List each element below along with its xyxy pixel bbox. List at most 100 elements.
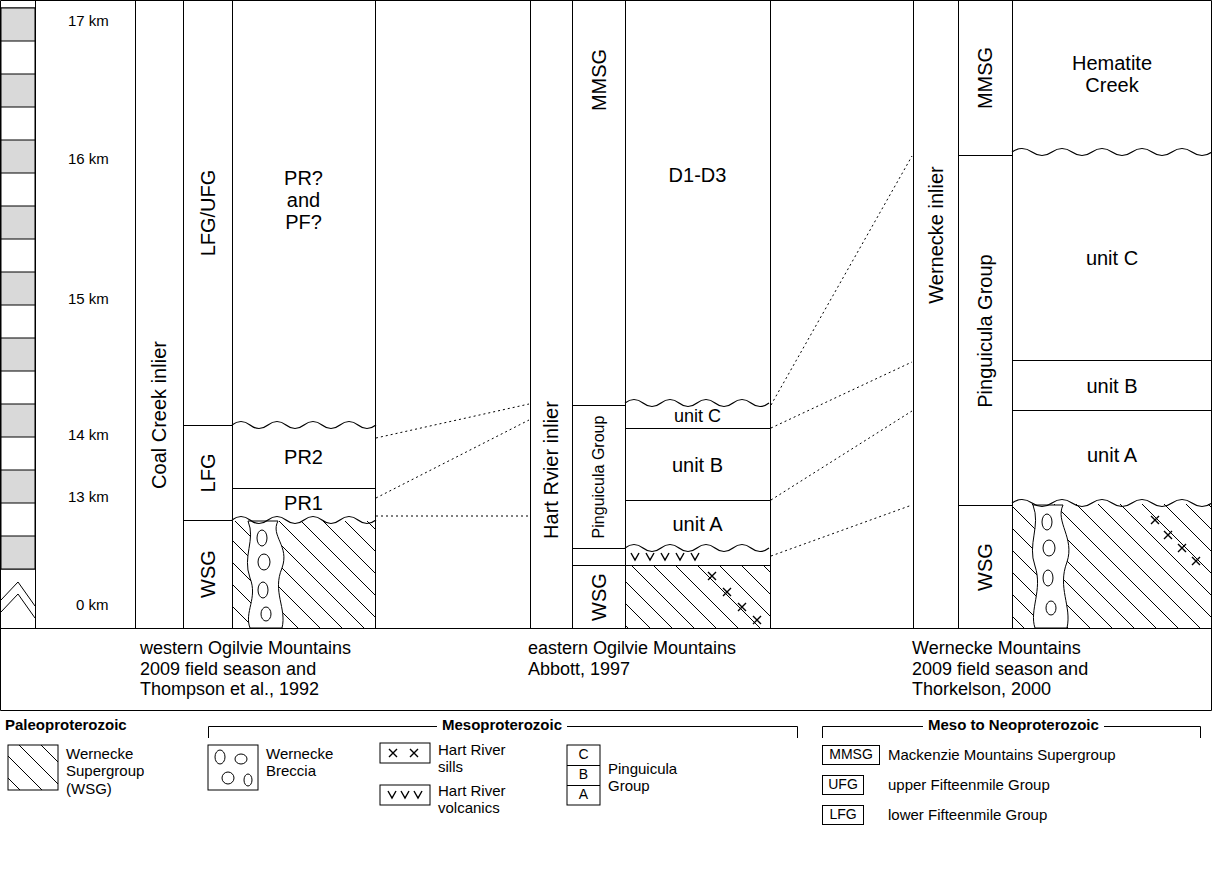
depth-scale-bar bbox=[1, 536, 35, 569]
wernecke-breccia bbox=[257, 530, 267, 546]
wernecke-breccia bbox=[258, 554, 270, 570]
unit-label: B bbox=[579, 767, 588, 782]
legend-sample bbox=[235, 754, 247, 764]
group-cell: Pinguicula Group bbox=[572, 405, 625, 548]
group-label: Pinguicula Group bbox=[974, 160, 996, 501]
wernecke-breccia bbox=[1042, 514, 1052, 530]
legend-sample bbox=[389, 749, 418, 757]
unit-cell: PR1 bbox=[232, 489, 375, 517]
era-heading: Meso to Neoproterozoic bbox=[923, 716, 1104, 733]
correlation-line bbox=[376, 420, 529, 498]
unit-cell: unit C bbox=[625, 406, 770, 428]
column-grid bbox=[0, 0, 1212, 711]
unit-label: unit B bbox=[672, 454, 723, 476]
depth-scale-bar bbox=[1, 8, 35, 41]
legend-sample-box: CBA bbox=[567, 745, 600, 805]
legend-sample-box: LFG bbox=[822, 805, 864, 825]
depth-label: 13 km bbox=[68, 488, 109, 505]
unconformity bbox=[232, 517, 376, 524]
hart-river-volcanics bbox=[631, 553, 699, 560]
depth-scale-bar bbox=[1, 272, 35, 305]
legend-sample bbox=[208, 745, 258, 790]
legend-sample bbox=[8, 745, 58, 790]
unit-label: D1-D3 bbox=[669, 164, 727, 186]
group-label: WSG bbox=[197, 524, 219, 624]
inlier-label: Wernecke inlier bbox=[913, 140, 958, 330]
group-label: LFG/UFG bbox=[197, 4, 219, 421]
locality-caption: eastern Ogilvie Mountains Abbott, 1997 bbox=[528, 638, 763, 679]
group-cell: WSG bbox=[572, 565, 625, 628]
inlier-label: Coal Creek inlier bbox=[135, 250, 183, 580]
correlation-line bbox=[771, 362, 912, 428]
column-grid bbox=[572, 406, 770, 566]
group-cell: MMSG bbox=[572, 0, 625, 160]
wernecke-breccia bbox=[258, 582, 268, 598]
locality-caption: western Ogilvie Mountains 2009 field sea… bbox=[140, 638, 375, 700]
unconformity bbox=[625, 400, 769, 407]
depth-scale-bar bbox=[1, 74, 35, 107]
hart-river-volcanics bbox=[631, 553, 699, 560]
depth-scale-bar bbox=[1, 594, 35, 618]
wsg-hatching bbox=[1012, 504, 1212, 628]
depth-scale-bar bbox=[1, 470, 35, 503]
legend-sample-box: MMSG bbox=[822, 745, 880, 765]
legend-sample bbox=[244, 774, 252, 786]
column-grid bbox=[0, 628, 1212, 629]
unit-label: unit B bbox=[1086, 375, 1137, 397]
inlier-label: Hart Rvier inlier bbox=[530, 380, 572, 560]
unit-cell: unit A bbox=[1012, 411, 1212, 499]
unit-cell: D1-D3 bbox=[625, 0, 770, 350]
correlation-line bbox=[771, 156, 912, 405]
unit-label: UFG bbox=[828, 777, 858, 792]
group-cell: Pinguicula Group bbox=[958, 156, 1012, 505]
wernecke-breccia bbox=[1032, 505, 1068, 628]
unit-label: PR1 bbox=[284, 492, 323, 514]
depth-label: 16 km bbox=[68, 150, 109, 167]
unit-label: C bbox=[578, 747, 588, 762]
unit-label: unit C bbox=[674, 407, 721, 427]
legend-sample bbox=[380, 743, 430, 763]
group-label: MMSG bbox=[974, 4, 996, 151]
group-label: LFG bbox=[197, 429, 219, 516]
legend-text: Mackenzie Mountains Supergroup bbox=[888, 746, 1116, 763]
depth-scale-bar bbox=[1, 140, 35, 173]
depth-scale-bar bbox=[1, 8, 35, 569]
unit-label: Hematite Creek bbox=[1062, 52, 1162, 96]
depth-label: 15 km bbox=[68, 290, 109, 307]
group-label: Coal Creek inlier bbox=[148, 254, 170, 576]
wernecke-breccia bbox=[1043, 540, 1055, 556]
depth-label: 14 km bbox=[68, 426, 109, 443]
column-grid bbox=[183, 426, 375, 521]
group-cell: WSG bbox=[183, 520, 232, 628]
unit-cell: PR2 bbox=[232, 426, 375, 488]
depth-scale-bar bbox=[1, 338, 35, 371]
depth-label: 0 km bbox=[76, 596, 109, 613]
unit-cell: unit C bbox=[1012, 156, 1212, 360]
unit-label: PR? and PF? bbox=[274, 167, 334, 233]
unit-label: MMSG bbox=[829, 747, 873, 762]
legend-text: lower Fifteenmile Group bbox=[888, 806, 1047, 823]
group-label: WSG bbox=[974, 510, 996, 624]
depth-scale-bar bbox=[1, 8, 35, 618]
wernecke-breccia bbox=[1046, 601, 1056, 615]
legend-sample bbox=[567, 745, 600, 805]
unit-cell: Hematite Creek bbox=[1012, 0, 1212, 148]
hart-river-sills bbox=[1151, 516, 1200, 565]
group-label: MMSG bbox=[588, 4, 610, 156]
correlation-line bbox=[771, 411, 912, 500]
legend-text: Hart River volcanics bbox=[438, 782, 533, 817]
locality-caption: Wernecke Mountains 2009 field season and… bbox=[912, 638, 1107, 700]
correlation-line bbox=[376, 156, 912, 556]
wsg-hatching bbox=[232, 521, 375, 628]
legend-text: Hart River sills bbox=[438, 741, 528, 776]
group-label: Hart Rvier inlier bbox=[540, 384, 562, 556]
column-grid bbox=[958, 156, 1212, 506]
hart-river-sills bbox=[708, 572, 761, 624]
unit-cell: unit B bbox=[625, 429, 770, 500]
unconformity bbox=[1012, 500, 1212, 507]
unit-cell: unit B bbox=[1012, 361, 1212, 410]
legend-sample bbox=[567, 766, 600, 786]
unconformity bbox=[1012, 149, 1212, 156]
wernecke-breccia bbox=[261, 607, 271, 621]
